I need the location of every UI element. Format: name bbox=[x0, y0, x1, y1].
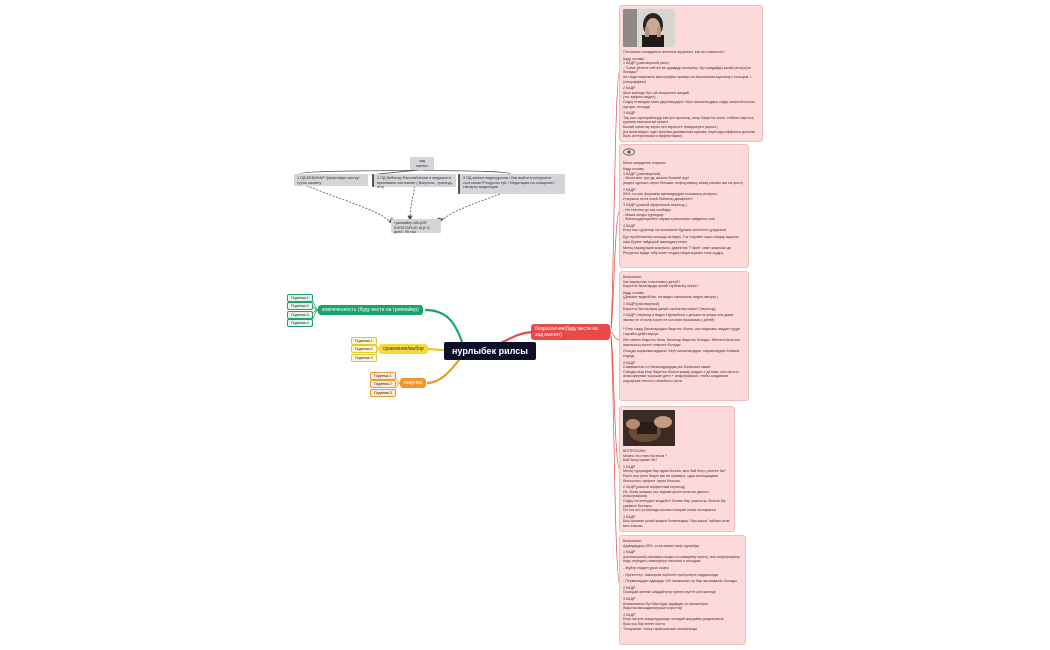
card-3-p6: Отаңды корымынсардасы, Керт шгыынандары,… bbox=[623, 349, 740, 358]
orange-sub-1[interactable]: Подтема 1 bbox=[370, 372, 396, 380]
root-node[interactable]: нурлыбек рилсы bbox=[444, 342, 536, 360]
green-sub-3[interactable]: Подтема 3 bbox=[287, 311, 313, 319]
card-4-p2: 1 КАДР Менің түрқымдан бар адам болган, … bbox=[623, 464, 726, 483]
card-2-p1: Мени наярденсе отарасм bbox=[623, 160, 666, 165]
card-1-p1: Постоянно попадается женатые мужчины, ка… bbox=[623, 50, 726, 54]
link-root-green bbox=[424, 308, 465, 346]
card-photo-wallet bbox=[623, 410, 675, 446]
link-root-yellow bbox=[424, 347, 446, 352]
card-2-p3: 2 КАДР 90% -ға осы форманы жағымдардан е… bbox=[623, 187, 718, 201]
green-sub-1[interactable]: Подтема 1 bbox=[287, 294, 313, 302]
green-sub-2[interactable]: Подтема 2 bbox=[287, 302, 313, 310]
yellow-sub-3[interactable]: Подтема 3 bbox=[351, 354, 377, 362]
green-sub-4[interactable]: Подтема 4 bbox=[287, 319, 313, 327]
script-card-2[interactable]: Мени наярденсе отарасм Кадр головы 1 КАД… bbox=[619, 144, 749, 268]
card-3-p1: Вопросики: Как вырастить счастливых дете… bbox=[623, 275, 699, 289]
card-3-p5: Өте көнелі бақытты бала, балалар бақытты… bbox=[623, 338, 741, 347]
branch-comparison[interactable]: сравнение/выбор bbox=[379, 344, 428, 354]
script-card-3[interactable]: Вопросики: Как вырастить счастливых дете… bbox=[619, 271, 749, 401]
funnel-step-1[interactable]: 1 ПД ВЕБИНАР /(практикум чистку/тутчы ка… bbox=[294, 174, 368, 186]
card-5-p1: Вопросики: Адамдардың 95% -ы өз-өзімен ө… bbox=[623, 539, 699, 548]
funnel-step-3[interactable]: 3 ПД записи видеоуроков / Как выйти в ре… bbox=[458, 174, 565, 194]
branch-indifference[interactable]: безразличие(буду вести на зад магнит) bbox=[531, 324, 610, 340]
card-1-p4: 3 КАДР Тақ осы сценарийлерді екетуге арн… bbox=[623, 111, 756, 139]
card-4-p3: 2 КАДР(разный эффектный переход) Ие, бол… bbox=[623, 485, 726, 513]
card-3-p2: Кадр головы (Девокет видеобіліс, на виде… bbox=[623, 290, 719, 300]
link-root-orange bbox=[426, 355, 463, 385]
card-2-p7: Менің парақұзыма жақпысы: директом "Тіфе… bbox=[623, 246, 732, 255]
script-card-5[interactable]: Вопросики: Адамдардың 95% -ы өз-өзімен ө… bbox=[619, 535, 746, 645]
card-4-p4: 3 КАДР Был қалаған қалай жакуға бопитөнд… bbox=[623, 514, 730, 528]
card-3-p3: 1 КАДР(разговорный) Бақытты баллалары қа… bbox=[623, 301, 716, 311]
script-card-4[interactable]: ВОПРОСИКИ Можно ли стать богатым ? Бай б… bbox=[619, 406, 735, 532]
branch-purchase[interactable]: покупка bbox=[400, 378, 427, 388]
orange-sub-2[interactable]: Подтема 2 bbox=[370, 380, 396, 388]
card-2-p5: 4 КАДР Егер осы сұраптар сіз жолатаған б… bbox=[623, 223, 727, 233]
card-5-p6: 2 КАДР Осындай желіпіл жақдайтулр туннел… bbox=[623, 585, 716, 595]
funnel-top[interactable]: зад магнит bbox=[410, 157, 434, 171]
card-photo-woman bbox=[623, 9, 675, 47]
card-5-p3: - Жұйер пікіден ұрып соңғы bbox=[623, 565, 669, 570]
card-5-p5: - Пермалардан адамдар 100 гамасынан ер б… bbox=[623, 579, 737, 584]
card-5-p2: 1 КАДР (разговорный) нанимать видео по к… bbox=[623, 550, 740, 564]
card-4-p1: ВОПРОСИКИ Можно ли стать богатым ? Бай б… bbox=[623, 449, 668, 463]
card-5-p7: 3 КАДР Алманлаиоы бул бактерде адамдар о… bbox=[623, 596, 708, 611]
card-5-p4: - Әрекеттер, пакпырлы еңбектегі қатерлер… bbox=[623, 572, 718, 577]
card-3-p7: 4 КАДР Самамыстан ол балалардардың өзі б… bbox=[623, 360, 739, 383]
card-5-p8: 4 КАДР Егер пытуле жаққындаряшу осындай … bbox=[623, 612, 725, 631]
card-3-p4: 2 КАДР (переход в видео Нурлыбека с деть… bbox=[623, 313, 740, 336]
card-2-p2: Кадр головы 1 КАДР (разговорный) - Мына … bbox=[623, 167, 743, 185]
orange-sub-3[interactable]: Подтема 3 bbox=[370, 389, 396, 397]
script-card-1[interactable]: Постоянно попадается женатые мужчины, ка… bbox=[619, 5, 763, 142]
yellow-sub-2[interactable]: Подтема 2 bbox=[351, 345, 377, 353]
card-1-p3: 2 КАДР Шын мәнінде бул ойі кешіркетін жа… bbox=[623, 86, 755, 109]
branch-engagement[interactable]: вовлеченность (буду вести на трипвайер) bbox=[318, 305, 423, 315]
funnel-tripwire[interactable]: трипвайер АКЦИЯ БЛОКТАРЫН АЦУ 8 дней, 99… bbox=[391, 219, 441, 234]
eye-icon bbox=[623, 148, 745, 158]
card-1-p2: Кадр головы 1 КАДР (разговорный рилс) - … bbox=[623, 56, 752, 84]
card-2-p4: 3 КАДР (разной эффектный переход ) - Не … bbox=[623, 203, 716, 222]
yellow-sub-1[interactable]: Подтема 1 bbox=[351, 337, 377, 345]
card-2-p6: Бұл проблемелер жолыда астидеу. Ток тоқс… bbox=[623, 234, 739, 244]
funnel-step-2[interactable]: 2 ПД Вебинар Расслабление и медиаия в вр… bbox=[372, 174, 456, 189]
